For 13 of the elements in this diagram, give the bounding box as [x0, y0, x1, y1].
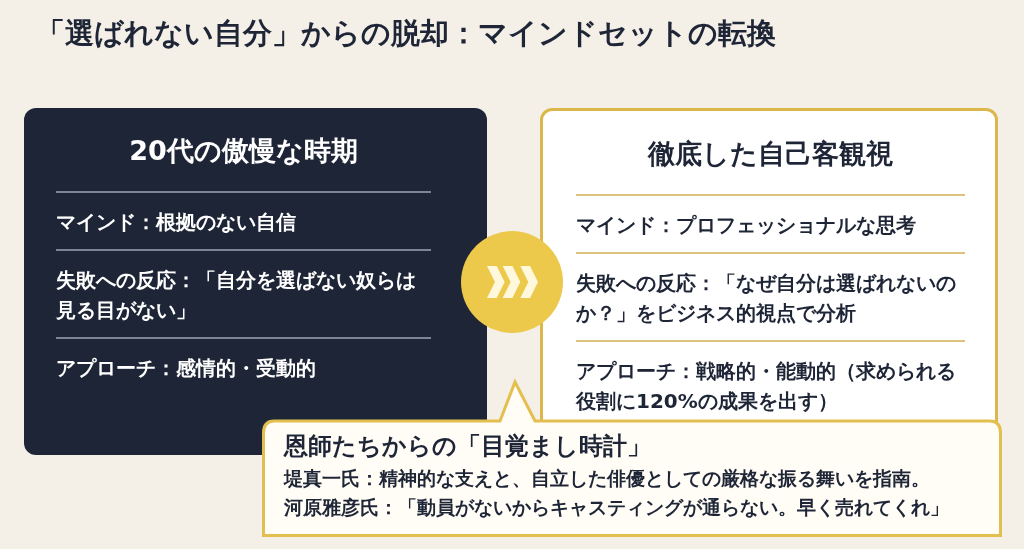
row-text: マインド：プロフェッショナルな思考 [576, 196, 965, 254]
row-text: アプローチ：感情的・受動的 [56, 339, 431, 397]
title: 「選ばれない自分」からの脱却：マインドセットの転換 [36, 15, 776, 52]
row-text: 失敗への反応：「自分を選ばない奴らは見る目がない」 [56, 251, 431, 339]
quote-text: 河原雅彦氏：「動員がないからキャスティングが通らない。早く売れてくれ」 [284, 495, 950, 520]
row-text: 失敗への反応：「なぜ自分は選ばれないのか？」をビジネス的視点で分析 [576, 254, 965, 342]
chevron-arrow [487, 266, 538, 298]
speech-bubble-tooltip [262, 380, 1002, 537]
row-text: マインド：根拠のない自信 [56, 193, 431, 251]
callout-heading: 恩師たちからの「目覚まし時計」 [284, 431, 652, 462]
quote-text: 堤真一氏：精神的な支えと、自立した俳優としての厳格な振る舞いを指南。 [284, 466, 931, 491]
panel-heading: 20代の傲慢な時期 [128, 134, 359, 168]
panel-heading: 徹底した自己客観視 [646, 137, 894, 171]
